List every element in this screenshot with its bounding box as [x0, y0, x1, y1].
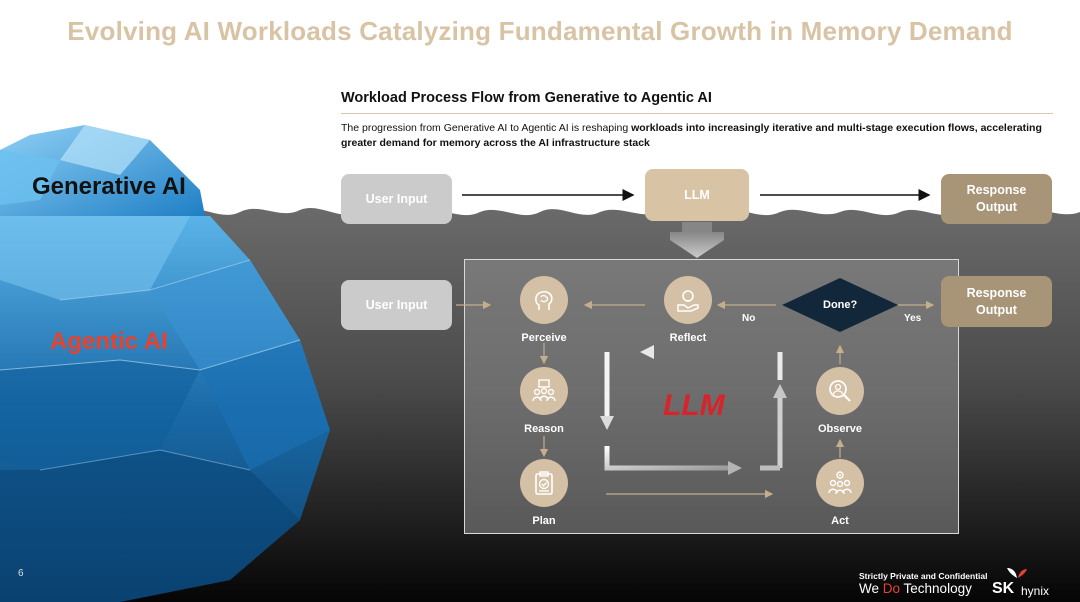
- confidential-notice: Strictly Private and Confidential: [859, 571, 988, 581]
- agentic-llm-label: LLM: [663, 389, 725, 422]
- done-label: Done?: [823, 299, 858, 311]
- observe-label: Observe: [817, 423, 863, 435]
- plan-label: Plan: [532, 515, 556, 527]
- gen-llm-box: LLM: [645, 169, 749, 221]
- agentic-response-line2: Output: [976, 302, 1017, 317]
- no-label: No: [742, 313, 756, 324]
- reason-label: Reason: [524, 423, 564, 435]
- observe-node: Observe: [795, 367, 885, 435]
- plan-node: Plan: [499, 459, 589, 527]
- perceive-node: Perceive: [499, 276, 589, 344]
- subtitle-divider: [341, 113, 1053, 114]
- magnifier-person-icon: [816, 367, 864, 415]
- page-number: 6: [18, 568, 24, 579]
- agentic-ai-label: Agentic AI: [50, 328, 168, 355]
- act-label: Act: [831, 515, 849, 527]
- transition-down-arrow: [670, 232, 724, 258]
- description-plain: The progression from Generative AI to Ag…: [341, 122, 632, 134]
- agentic-user-input-box: User Input: [341, 280, 452, 330]
- company-tagline: We Do Technology: [859, 581, 972, 596]
- generative-ai-label: Generative AI: [32, 173, 186, 200]
- act-node: Act: [795, 459, 885, 527]
- logo-hynix-text: hynix: [1021, 584, 1050, 598]
- llm-loop-arrows: [600, 345, 787, 475]
- reflect-node: Reflect: [643, 276, 733, 344]
- slide-title: Evolving AI Workloads Catalyzing Fundame…: [67, 16, 1013, 46]
- tagline-post: Technology: [900, 581, 972, 596]
- people-discussion-icon: [520, 367, 568, 415]
- reason-node: Reason: [499, 367, 589, 435]
- agentic-response-line1: Response: [966, 285, 1027, 300]
- gen-response-line2: Output: [976, 200, 1017, 214]
- gen-user-input-box: User Input: [341, 174, 452, 224]
- gen-response-line1: Response: [966, 183, 1027, 197]
- section-description: The progression from Generative AI to Ag…: [341, 121, 1061, 151]
- perceive-label: Perceive: [521, 332, 567, 344]
- lightbulb-hand-icon: [664, 276, 712, 324]
- clipboard-check-icon: [520, 459, 568, 507]
- logo-sk-text: SK: [992, 580, 1015, 597]
- description-bold: workloads into increasingly iterative an…: [341, 122, 1042, 149]
- agentic-response-output-box: Response Output: [941, 276, 1052, 327]
- gen-response-output-box: Response Output: [941, 174, 1052, 224]
- done-decision-diamond: [782, 278, 898, 332]
- brain-head-icon: [520, 276, 568, 324]
- section-subtitle: Workload Process Flow from Generative to…: [341, 90, 712, 106]
- team-gear-icon: [816, 459, 864, 507]
- tagline-do: Do: [882, 581, 901, 596]
- yes-label: Yes: [904, 313, 922, 324]
- sk-butterfly-logo-icon: [1007, 568, 1027, 578]
- reflect-label: Reflect: [669, 332, 707, 344]
- tagline-pre: We: [859, 581, 883, 596]
